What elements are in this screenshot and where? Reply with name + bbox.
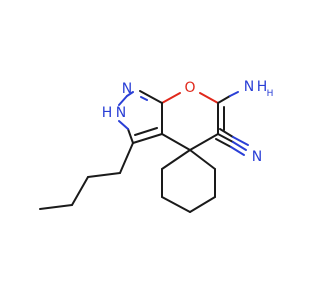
- triple-bond-a: [232, 136, 249, 146]
- atom-h-amino: H: [257, 79, 268, 95]
- atom-h-pyrazole: H: [102, 105, 113, 121]
- triple-bond-a: [219, 128, 234, 138]
- triple-bond-b: [215, 138, 232, 148]
- double-bond-inner: [134, 127, 158, 136]
- pyrazole-ring: [118, 90, 163, 144]
- bond: [161, 92, 181, 104]
- bond: [217, 133, 234, 143]
- butyl-chain: [39, 142, 134, 210]
- bond: [127, 128, 134, 144]
- bond: [217, 95, 231, 104]
- bond: [199, 92, 219, 104]
- double-bond-inner: [140, 96, 148, 101]
- cyclohexane-ring: [161, 149, 216, 213]
- bond: [119, 142, 134, 174]
- bond: [189, 149, 216, 170]
- atom-o-pyran: O: [184, 80, 195, 96]
- bond: [161, 133, 191, 151]
- atom-nh-pyrazole: N: [116, 105, 126, 121]
- triple-bond-b: [230, 146, 245, 156]
- bond: [139, 90, 163, 104]
- atom-n-pyrazole: N: [122, 81, 132, 97]
- bond: [161, 196, 191, 213]
- bond: [87, 172, 121, 178]
- bond: [229, 91, 239, 97]
- bond: [118, 95, 128, 106]
- bond: [189, 133, 219, 151]
- bond: [161, 149, 191, 170]
- bond: [189, 196, 216, 213]
- atom-n-amino: N: [244, 79, 254, 95]
- bond: [132, 133, 163, 144]
- amino-group: [217, 91, 239, 104]
- nitrile-group: [215, 128, 249, 156]
- bond: [232, 141, 247, 151]
- bond: [118, 120, 129, 130]
- bond: [39, 204, 73, 210]
- bond: [126, 91, 134, 97]
- bond: [71, 176, 89, 206]
- atom-n-nitrile: N: [252, 149, 262, 165]
- pyran-ring: [161, 92, 225, 151]
- atom-h2-amino: H: [267, 89, 274, 99]
- molecule-structure: N H N O N H H N: [39, 79, 274, 213]
